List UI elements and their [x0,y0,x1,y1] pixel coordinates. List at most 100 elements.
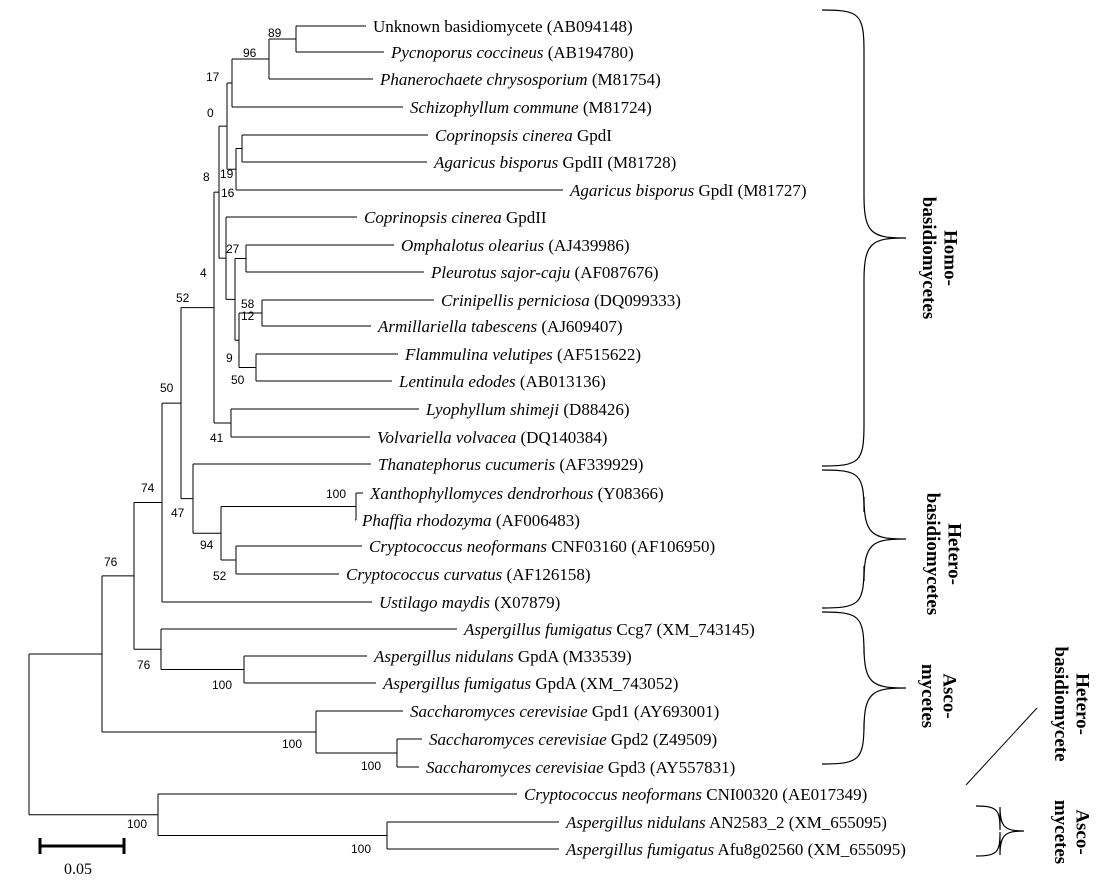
tip-accession: (AF126158) [502,565,590,584]
connector-line [965,707,1038,786]
tip-species: Flammulina velutipes [404,345,553,364]
tip-label: Lyophyllum shimeji (D88426) [425,400,629,419]
tip-species: Aspergillus nidulans [373,647,514,666]
bootstrap-value: 94 [200,538,214,552]
bootstrap-value: 50 [160,381,174,395]
tip-label: Aspergillus fumigatus Ccg7 (XM_743145) [463,620,755,639]
tip-accession: (AF087676) [570,263,658,282]
tip-accession: (AB013136) [516,372,606,391]
group-label-line: basidiomycetes [918,197,939,319]
tip-accession: (AF339929) [555,455,643,474]
tip-species: Omphalotus olearius [401,236,544,255]
tip-accession: (DQ099333) [590,291,681,310]
tip-species: Cryptococcus neoformans [524,785,702,804]
tip-label: Crinipellis perniciosa (DQ099333) [441,291,681,310]
bootstrap-value: 47 [171,506,185,520]
tip-accession: (AJ439986) [544,236,629,255]
tip-accession: CNF03160 (AF106950) [547,537,715,556]
tip-accession: GpdA (XM_743052) [531,674,678,693]
tip-accession: (AB194780) [543,43,633,62]
tip-species: Lentinula edodes [398,372,516,391]
tip-accession: (AF515622) [553,345,641,364]
tip-accession: (Y08366) [593,484,663,503]
tip-label: Schizophyllum commune (M81724) [410,98,652,117]
tip-label: Saccharomyces cerevisiae Gpd3 (AY557831) [426,758,735,777]
scale-bar-label: 0.05 [64,861,92,878]
tip-species: Agaricus bisporus [569,181,695,200]
tip-label: Omphalotus olearius (AJ439986) [401,236,630,255]
group-brackets [821,9,1038,857]
group-label-line: mycetes [917,664,938,728]
bootstrap-value: 52 [213,569,227,583]
tip-species: Coprinopsis cinerea [364,208,502,227]
group-bracket [975,805,1025,857]
bootstrap-value: 50 [231,373,245,387]
tip-label: Xanthophyllomyces dendrorhous (Y08366) [369,484,664,503]
tip-species: Schizophyllum commune [410,98,579,117]
bootstrap-value: 9 [226,351,233,365]
tip-species: Crinipellis perniciosa [441,291,590,310]
bootstrap-value: 41 [210,431,224,445]
tip-label: Phanerochaete chrysosporium (M81754) [379,70,661,89]
tip-label: Flammulina velutipes (AF515622) [404,345,641,364]
tip-label: Aspergillus nidulans AN2583_2 (XM_655095… [565,813,887,832]
tip-species: Ustilago maydis [379,593,490,612]
tip-accession: (AJ609407) [537,317,622,336]
tip-label: Ustilago maydis (X07879) [379,593,560,612]
scale-bar: 0.05 [38,838,126,878]
tip-label: Saccharomyces cerevisiae Gpd1 (AY693001) [410,702,719,721]
tip-species: Cryptococcus neoformans [369,537,547,556]
tip-label: Aspergillus fumigatus Afu8g02560 (XM_655… [565,840,906,859]
group-labels: Homo-basidiomycetesHetero-basidiomycetes… [917,197,1093,864]
tip-accession: CNI00320 (AE017349) [702,785,867,804]
group-label: Hetero-basidiomycetes [922,493,965,615]
tip-accession: Unknown basidiomycete (AB094148) [373,17,633,36]
tip-label: Lentinula edodes (AB013136) [398,372,606,391]
group-label-line: Homo- [940,230,961,286]
tip-accession: Afu8g02560 (XM_655095) [714,840,906,859]
bootstrap-value: 0 [207,106,214,120]
bootstrap-value: 100 [127,817,147,831]
tip-accession: GpdI (M81727) [694,181,806,200]
tip-accession: AN2583_2 (XM_655095) [706,813,887,832]
tip-species: Phaffia rhodozyma [361,511,492,530]
bootstrap-value: 100 [361,759,381,773]
tree-branches [28,25,563,850]
group-label-line: Hetero- [1072,673,1093,735]
bootstrap-value: 74 [141,481,155,495]
bootstrap-value: 100 [351,842,371,856]
bootstrap-value: 19 [220,167,234,181]
tip-label: Cryptococcus curvatus (AF126158) [346,565,591,584]
tip-species: Aspergillus nidulans [565,813,706,832]
bootstrap-value: 100 [212,678,232,692]
bootstrap-value: 17 [206,70,220,84]
tip-species: Pycnoporus coccineus [390,43,544,62]
tip-label: Thanatephorus cucumeris (AF339929) [378,455,643,474]
tip-label: Coprinopsis cinerea GpdI [435,126,612,145]
bootstrap-value: 96 [243,46,257,60]
tip-label: Armillariella tabescens (AJ609407) [377,317,623,336]
tip-accession: Ccg7 (XM_743145) [612,620,755,639]
bootstrap-labels: 8996170191682758129504415250100945247747… [104,26,381,856]
tip-label: Cryptococcus neoformans CNF03160 (AF1069… [369,537,715,556]
tip-accession: (X07879) [490,593,560,612]
tip-species: Aspergillus fumigatus [463,620,613,639]
tip-label: Aspergillus fumigatus GpdA (XM_743052) [382,674,678,693]
group-label: Asco-mycetes [1050,800,1093,864]
group-label-line: basidiomycete [1050,646,1071,761]
group-label-line: Hetero- [944,523,965,585]
group-label-line: basidiomycetes [922,493,943,615]
tip-species: Armillariella tabescens [377,317,538,336]
tip-accession: (M81754) [588,70,661,89]
group-bracket [821,611,907,765]
tip-species: Cryptococcus curvatus [346,565,503,584]
tip-labels: Unknown basidiomycete (AB094148) Pycnopor… [346,17,906,859]
tip-label: Pleurotus sajor-caju (AF087676) [430,263,659,282]
tip-accession: Gpd3 (AY557831) [604,758,736,777]
bootstrap-value: 100 [282,737,302,751]
tip-species: Agaricus bisporus [433,153,559,172]
tip-accession: Gpd2 (Z49509) [607,730,717,749]
bootstrap-value: 16 [221,186,235,200]
tip-label: Phaffia rhodozyma (AF006483) [361,511,580,530]
tip-species: Saccharomyces cerevisiae [410,702,588,721]
